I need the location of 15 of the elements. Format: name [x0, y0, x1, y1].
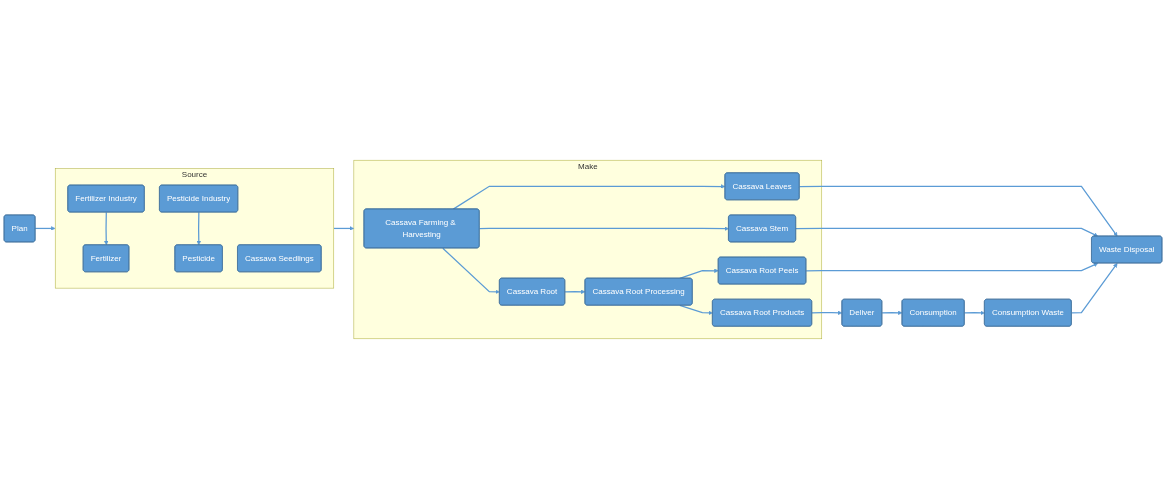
arrow: [564, 289, 586, 294]
arrow: [34, 226, 56, 231]
arrow: [452, 184, 726, 210]
arrow: [963, 310, 985, 316]
arrow: [104, 211, 109, 246]
arrow: [333, 226, 355, 231]
arrow: [811, 310, 843, 316]
arrow: [1071, 263, 1118, 314]
arrow: [798, 185, 1118, 237]
arrow: [478, 226, 729, 231]
arrow: [881, 310, 903, 316]
arrow: [442, 247, 500, 294]
arrow: [196, 211, 201, 246]
arrow: [795, 227, 1099, 237]
arrow: [805, 262, 1099, 272]
